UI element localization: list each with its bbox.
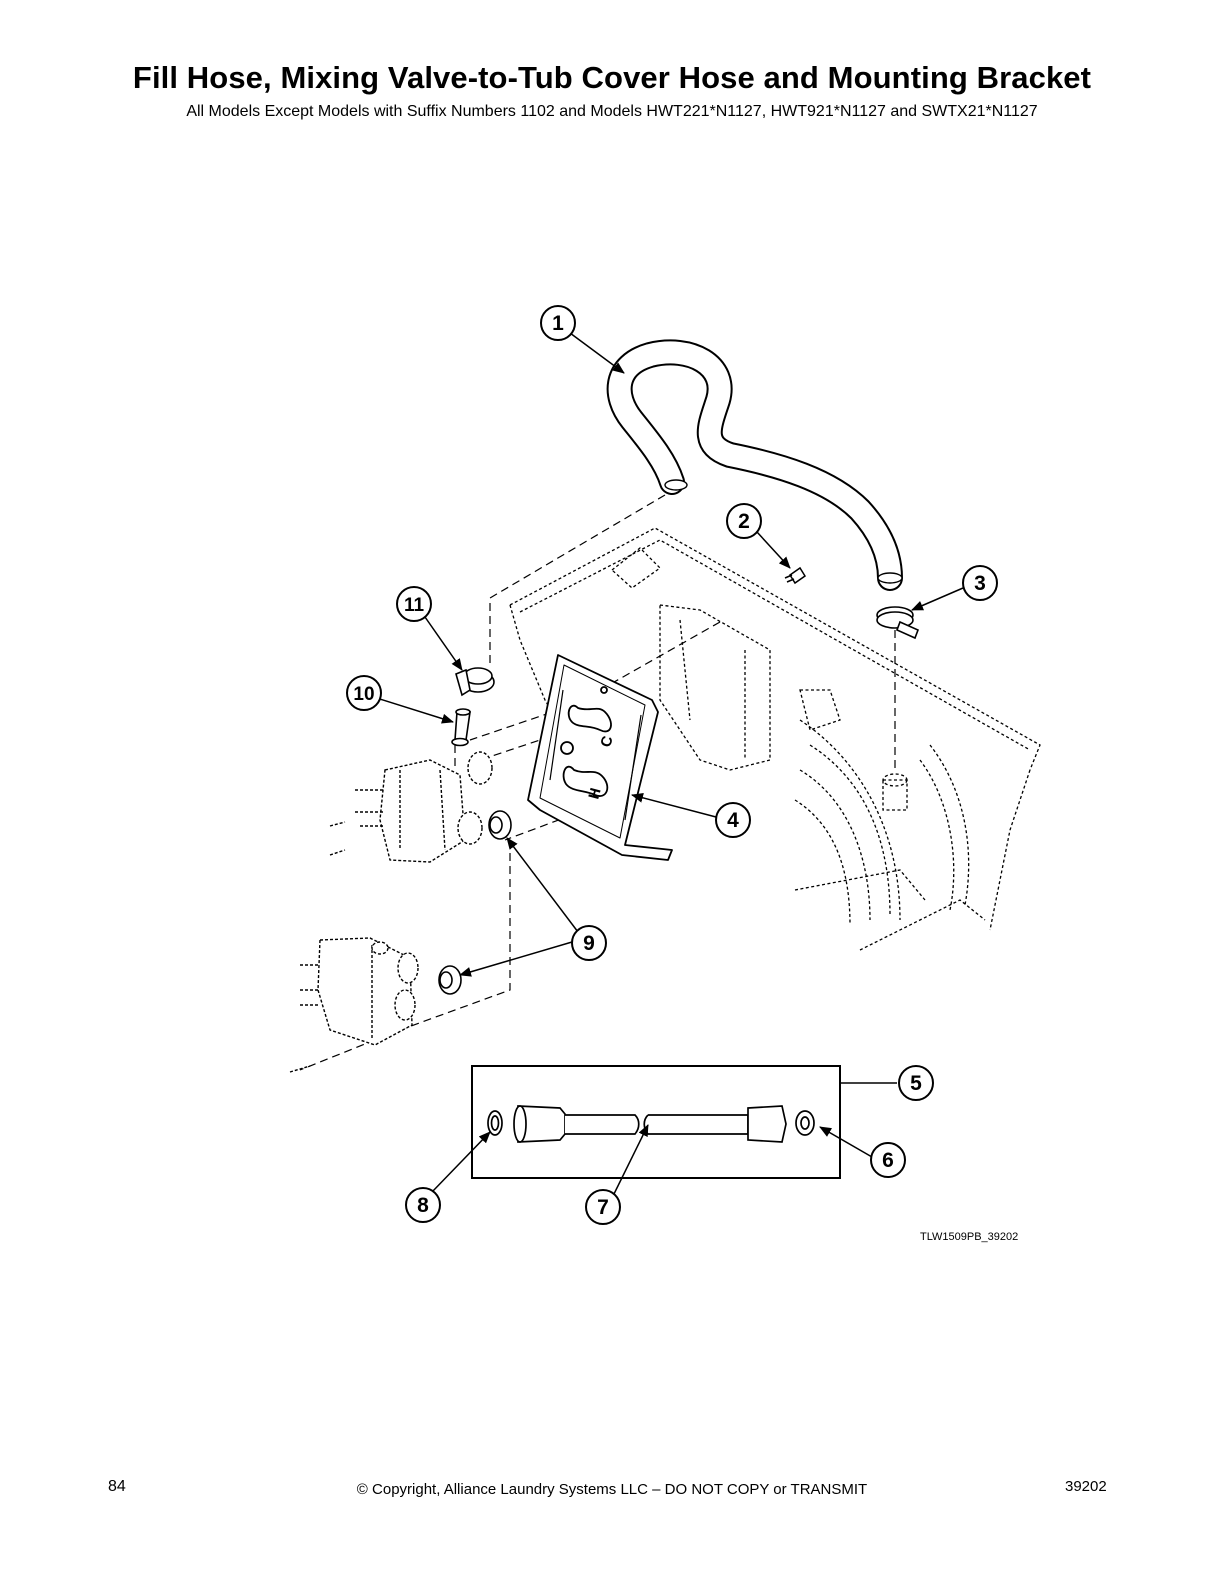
mixing-valve-upper	[329, 751, 493, 863]
callout-2: 2	[726, 503, 762, 539]
screw	[784, 566, 807, 585]
callout-label-3: 3	[974, 572, 986, 595]
callout-10: 10	[346, 675, 382, 711]
callout-label-8: 8	[417, 1194, 429, 1217]
callout-label-10: 10	[353, 684, 374, 705]
page-number: 84	[108, 1478, 126, 1495]
callout-9: 9	[571, 925, 607, 961]
fill-hose	[606, 339, 903, 591]
copyright-notice: © Copyright, Alliance Laundry Systems LL…	[356, 1481, 868, 1498]
callout-3: 3	[962, 565, 998, 601]
callout-11: 11	[396, 586, 432, 622]
hose-clamp	[876, 606, 920, 640]
callout-1: 1	[540, 305, 576, 341]
mounting-bracket: C H	[527, 654, 673, 861]
strainer-washer-upper	[488, 810, 512, 840]
page-subtitle: All Models Except Models with Suffix Num…	[186, 103, 1038, 120]
callout-8: 8	[405, 1187, 441, 1223]
leader-lines	[366, 332, 964, 1199]
figure-code: TLW1509PB_39202	[920, 1231, 1019, 1243]
mixing-valve-lower	[289, 937, 419, 1073]
document-number: 39202	[1065, 1478, 1107, 1495]
callout-label-2: 2	[738, 510, 750, 533]
callout-5: 5	[898, 1065, 934, 1101]
callout-4: 4	[715, 802, 751, 838]
bracket-letter-h: H	[585, 786, 604, 801]
callout-label-4: 4	[727, 809, 739, 832]
callout-7: 7	[585, 1189, 621, 1225]
valve-nozzle	[451, 708, 471, 747]
inlet-hose	[487, 1105, 815, 1143]
page-title: Fill Hose, Mixing Valve-to-Tub Cover Hos…	[132, 60, 1092, 95]
callout-label-11: 11	[404, 595, 425, 616]
callout-label-9: 9	[583, 932, 595, 955]
callout-label-7: 7	[597, 1196, 609, 1219]
callout-6: 6	[870, 1142, 906, 1178]
tub-cover-outline	[509, 527, 1041, 951]
strainer-washer-lower	[438, 965, 462, 995]
nozzle-clamp	[455, 667, 495, 697]
bracket-letter-c: C	[597, 734, 616, 749]
callout-label-6: 6	[882, 1149, 894, 1172]
callout-label-1: 1	[552, 312, 564, 335]
callout-label-5: 5	[910, 1072, 922, 1095]
fill-hose-kit-box	[471, 1065, 841, 1179]
